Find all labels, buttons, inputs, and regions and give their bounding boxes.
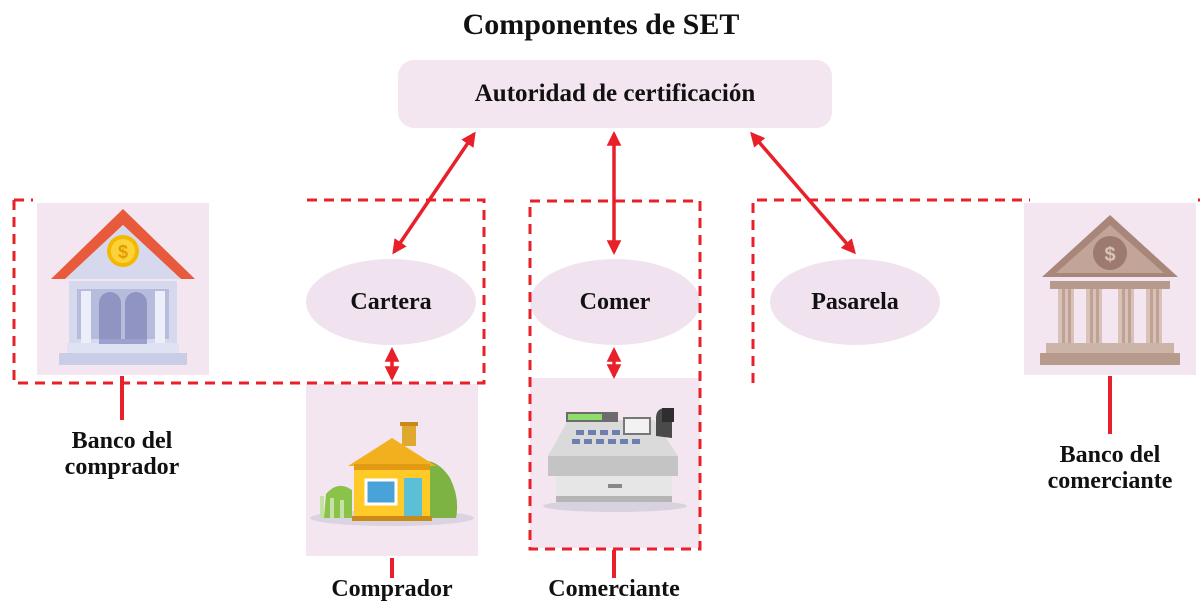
house-icon: [310, 422, 474, 526]
bank-icon: $: [51, 209, 195, 365]
gateway-node: Pasarela: [770, 259, 940, 345]
buyer-bank-label: Banco del comprador: [64, 428, 180, 480]
bank-icon: $: [1040, 215, 1180, 365]
merchant-node-label: Comer: [579, 288, 651, 315]
wallet-node: Cartera: [306, 259, 476, 345]
merchant-tile: [530, 378, 700, 548]
certificate-authority-box: Autoridad de certificación: [398, 60, 832, 128]
buyer-bank-tile: $: [37, 203, 209, 375]
buyer-tile: [306, 384, 478, 556]
merchant-label: Comerciante: [548, 576, 680, 602]
merchant-bank-tile: $: [1024, 203, 1196, 375]
buyer-region-dashed-outline: [12, 198, 486, 385]
ca-gateway-arrow: [750, 131, 856, 255]
svg-text:$: $: [1104, 244, 1115, 266]
buyer-label: Comprador: [331, 576, 453, 602]
gateway-label: Pasarela: [811, 288, 899, 315]
svg-text:$: $: [118, 242, 128, 262]
gateway-region-dashed-outline: [751, 198, 1030, 383]
merchant-node: Comer: [530, 259, 700, 345]
diagram-title: Componentes de SET: [462, 8, 740, 41]
certificate-authority-label: Autoridad de certificación: [474, 80, 756, 107]
cash-register-icon: [543, 408, 687, 512]
wallet-label: Cartera: [350, 288, 432, 315]
merchant-bank-label: Banco del comerciante: [1047, 442, 1173, 494]
ca-wallet-arrow: [392, 131, 476, 255]
